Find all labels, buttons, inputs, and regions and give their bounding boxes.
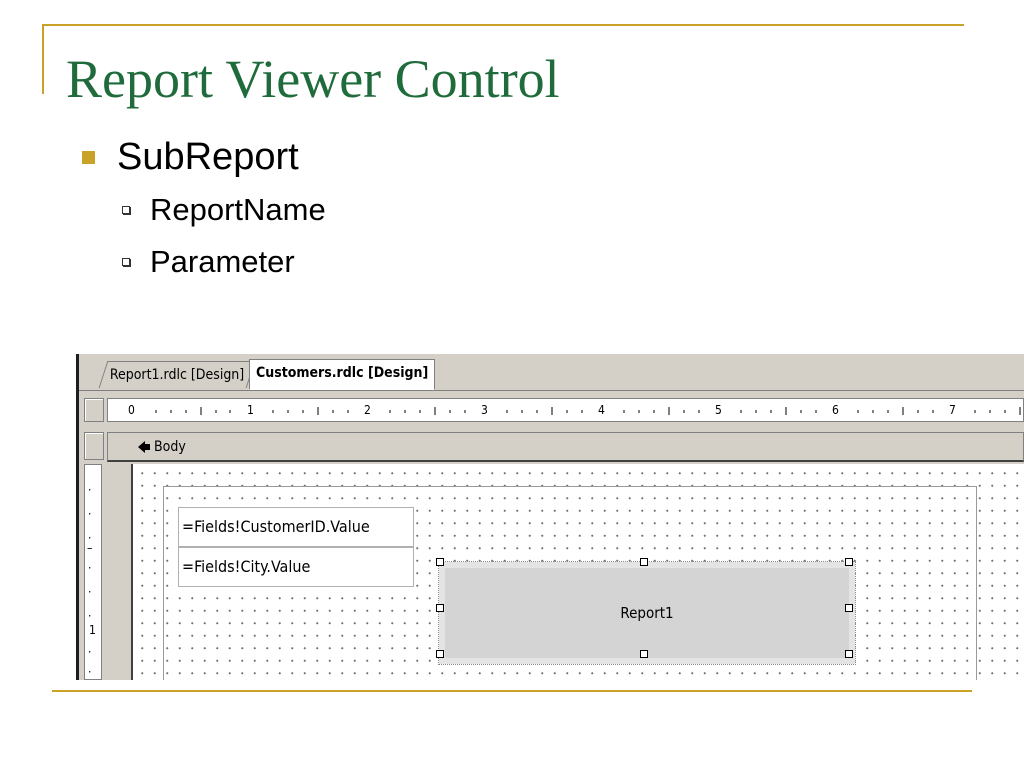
top-accent-line xyxy=(42,24,964,26)
resize-handle-left[interactable] xyxy=(436,604,444,612)
collapse-arrow-icon[interactable] xyxy=(138,441,150,453)
subreport-control[interactable]: Report1 xyxy=(438,561,856,665)
resize-handle-right[interactable] xyxy=(845,604,853,612)
horizontal-ruler: 0 1 2 3 4 5 6 7 xyxy=(107,398,1024,422)
resize-handle-top-right[interactable] xyxy=(845,558,853,566)
left-accent-line xyxy=(42,24,44,94)
sub-bullet-text: Parameter xyxy=(150,244,295,279)
designer-edge xyxy=(76,354,79,680)
ruler-corner xyxy=(84,398,104,422)
bullet-text: SubReport xyxy=(117,136,299,178)
vertical-ruler: · · · – · · · 1 · · xyxy=(84,464,102,680)
vertical-ruler-mark: 1 xyxy=(89,623,96,637)
resize-handle-bottom[interactable] xyxy=(640,650,648,658)
subreport-label: Report1 xyxy=(620,604,674,622)
textbox-customerid[interactable]: =Fields!CustomerID.Value xyxy=(178,507,414,547)
tab-label: Report1.rdlc [Design] xyxy=(109,367,245,383)
ruler-mark: 3 xyxy=(481,403,488,417)
section-label: Body xyxy=(154,439,186,455)
sub-bullet-parameter: Parameter xyxy=(122,244,295,280)
report-body-canvas[interactable]: =Fields!CustomerID.Value =Fields!City.Va… xyxy=(131,464,1024,680)
ruler-mark: 5 xyxy=(715,403,722,417)
ruler-mark: 2 xyxy=(364,403,371,417)
tab-customers-design[interactable]: Customers.rdlc [Design] xyxy=(249,359,436,390)
section-corner xyxy=(84,432,104,460)
ruler-mark: 7 xyxy=(949,403,956,417)
resize-handle-bottom-right[interactable] xyxy=(845,650,853,658)
bottom-accent-line xyxy=(52,690,972,692)
hollow-square-bullet-icon xyxy=(122,206,130,214)
ruler-mark: 0 xyxy=(128,403,135,417)
ruler-mark: 1 xyxy=(247,403,254,417)
resize-handle-bottom-left[interactable] xyxy=(436,650,444,658)
tab-report1-design[interactable]: Report1.rdlc [Design] xyxy=(98,361,256,388)
bullet-subreport: SubReport xyxy=(82,136,299,179)
filled-square-bullet-icon xyxy=(82,151,95,164)
resize-handle-top[interactable] xyxy=(640,558,648,566)
report-designer-screenshot: Report1.rdlc [Design] Customers.rdlc [De… xyxy=(76,354,1024,680)
hollow-square-bullet-icon xyxy=(122,258,130,266)
sub-bullet-reportname: ReportName xyxy=(122,192,326,228)
ruler-mark: 4 xyxy=(598,403,605,417)
document-tab-bar: Report1.rdlc [Design] Customers.rdlc [De… xyxy=(79,354,1024,391)
textbox-city[interactable]: =Fields!City.Value xyxy=(178,547,414,587)
ruler-ticks xyxy=(155,407,1021,415)
sub-bullet-text: ReportName xyxy=(150,192,326,227)
page-boundary xyxy=(163,486,977,680)
tab-label: Customers.rdlc [Design] xyxy=(256,365,429,381)
resize-handle-top-left[interactable] xyxy=(436,558,444,566)
slide-title: Report Viewer Control xyxy=(66,49,560,109)
body-section-header[interactable]: Body xyxy=(107,432,1024,462)
ruler-mark: 6 xyxy=(832,403,839,417)
